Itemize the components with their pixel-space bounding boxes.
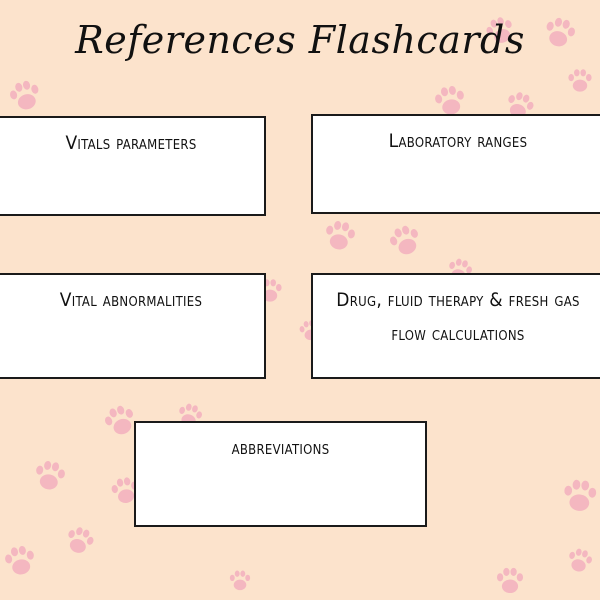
card-label: abbreviations — [231, 437, 330, 459]
paw-print-icon — [560, 540, 599, 579]
paw-print-icon — [27, 452, 73, 498]
card-vital-abnormalities[interactable]: Vital abnormalities — [0, 273, 266, 379]
paw-print-icon — [1, 71, 50, 120]
card-label: Drug, fluid therapy & fresh gas flow cal… — [336, 289, 580, 345]
paw-print-icon — [379, 214, 430, 265]
paw-print-icon — [0, 537, 43, 583]
page-title: References Flashcards — [75, 18, 525, 62]
card-label: Vital abnormalities — [59, 289, 203, 311]
card-abbreviations[interactable]: abbreviations — [134, 421, 427, 527]
card-drug-fluid-gas-calculations[interactable]: Drug, fluid therapy & fresh gas flow cal… — [311, 273, 600, 379]
paw-print-icon — [226, 566, 254, 594]
card-laboratory-ranges[interactable]: Laboratory ranges — [311, 114, 600, 214]
paw-print-icon — [317, 212, 363, 258]
paw-print-icon — [57, 517, 103, 563]
card-vitals-parameters[interactable]: Vitals parameters — [0, 116, 266, 216]
card-label: Laboratory ranges — [388, 130, 528, 152]
paw-print-icon — [556, 471, 600, 519]
paw-print-icon — [564, 64, 596, 96]
paw-print-icon — [492, 562, 528, 598]
card-label: Vitals parameters — [65, 132, 197, 154]
